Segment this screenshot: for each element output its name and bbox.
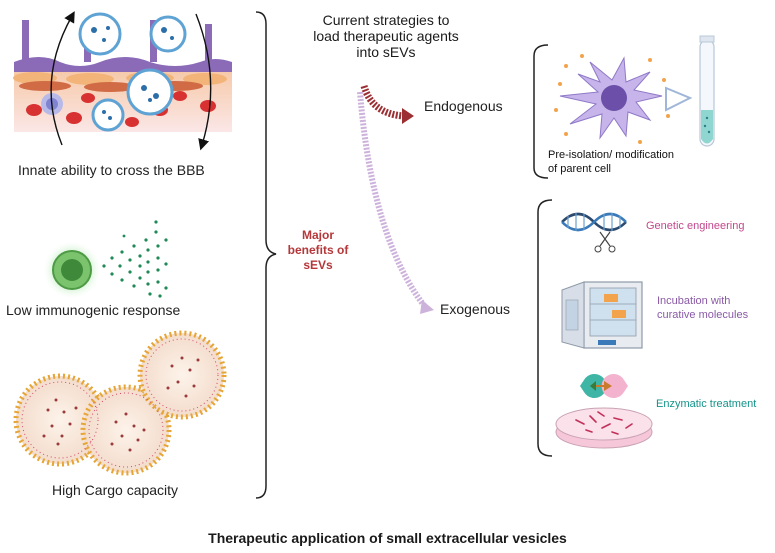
exogenous-label: Exogenous	[440, 301, 511, 317]
genetic-engineering-label: Genetic engineering	[646, 220, 745, 232]
dna-scissors-illustration	[561, 212, 627, 253]
incubation-label: Incubation with curative molecules	[657, 295, 749, 321]
enzymatic-illustration	[555, 374, 653, 449]
exogenous-arrow	[357, 91, 434, 314]
strategies-heading: Current strategies to load therapeutic a…	[313, 12, 459, 60]
benefit-immuno-label: Low immunogenic response	[6, 302, 181, 318]
bbb-illustration	[13, 11, 232, 151]
benefit-bbb-label: Innate ability to cross the BBB	[18, 162, 205, 178]
benefits-brace	[255, 11, 277, 499]
endogenous-arrow	[360, 84, 414, 124]
exogenous-bracket	[537, 199, 553, 457]
immune-cell-illustration	[42, 220, 168, 300]
benefit-cargo-label: High Cargo capacity	[52, 482, 179, 498]
cargo-vesicles-illustration	[13, 330, 227, 476]
cargo-molecules	[42, 356, 200, 452]
figure-caption: Therapeutic application of small extrace…	[208, 530, 567, 546]
incubator-illustration	[561, 281, 643, 349]
vesicle-spray-dots	[102, 220, 168, 298]
parent-cell-illustration	[554, 35, 715, 147]
endogenous-label: Endogenous	[424, 98, 503, 114]
pre-isolation-label: Pre-isolation/ modification of parent ce…	[548, 149, 674, 175]
endogenous-bracket	[533, 44, 549, 179]
enzymatic-treatment-label: Enzymatic treatment	[656, 398, 757, 410]
major-benefits-label: Major benefits of sEVs	[287, 228, 349, 272]
